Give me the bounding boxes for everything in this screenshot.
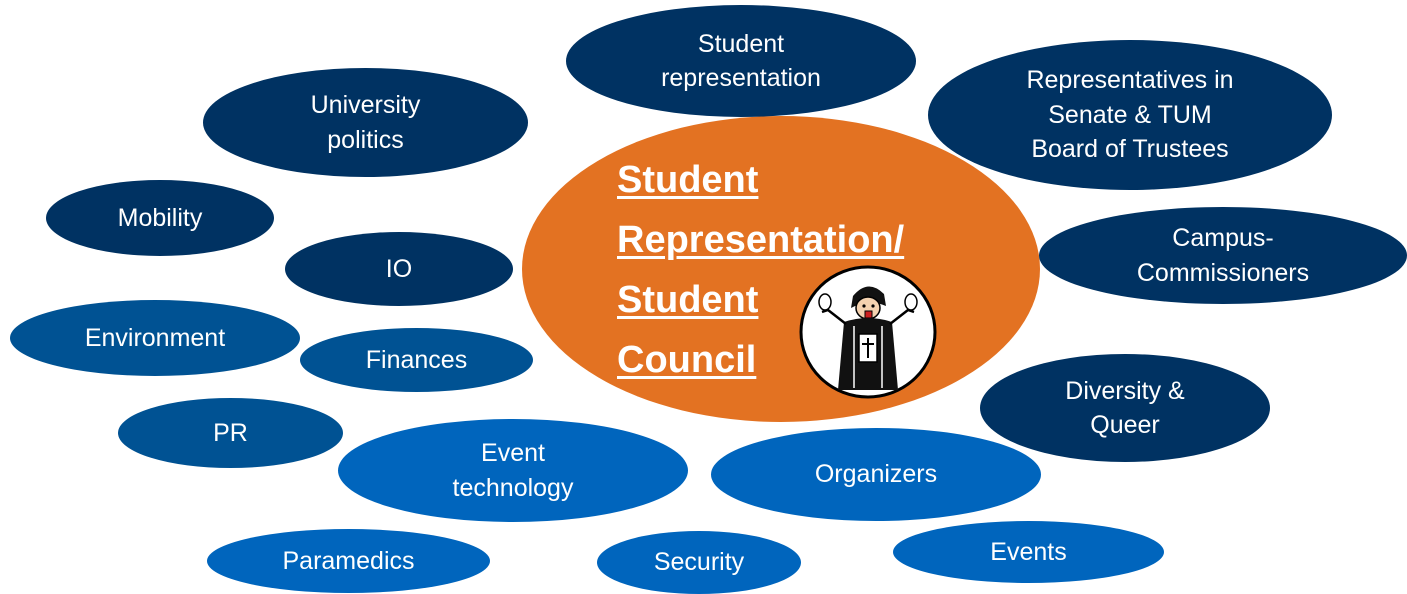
bubble-label: Event technology (452, 439, 574, 502)
bubble-organizers: Organizers (711, 428, 1041, 521)
bubble-diversity-queer: Diversity & Queer (980, 354, 1270, 462)
bubble-environment: Environment (10, 300, 300, 376)
bubble-label: Mobility (117, 203, 203, 232)
central-topic-ellipse (522, 116, 1040, 422)
bubble-label: Student representation (661, 29, 821, 93)
munich-kindl-logo (798, 264, 938, 400)
central-topic-title: Student Representation/ Student Council (617, 159, 905, 381)
bubble-label: Organizers (814, 460, 938, 489)
bubble-label: IO (385, 254, 413, 283)
bubble-security: Security (597, 531, 801, 594)
bubble-mobility: Mobility (46, 180, 274, 256)
bubble-label: Diversity & Queer (1065, 376, 1185, 440)
bubble-paramedics: Paramedics (207, 529, 490, 593)
bubble-io: IO (285, 232, 513, 306)
bubble-label: Security (653, 548, 745, 577)
bubble-campus-commissioners: Campus- Commissioners (1039, 207, 1407, 304)
bubble-label: PR (213, 418, 248, 447)
bubble-label: Representatives in Senate & TUM Board of… (1026, 66, 1234, 164)
bubble-label: Events (990, 537, 1067, 566)
bubble-label: University politics (310, 91, 421, 154)
bubble-label: Environment (84, 323, 226, 352)
bubble-finances: Finances (300, 328, 533, 392)
bubble-event-technology: Event technology (338, 419, 688, 522)
bubble-university-politics: University politics (203, 68, 528, 177)
bubble-label: Paramedics (282, 546, 415, 575)
bubble-student-representation: Student representation (566, 5, 916, 117)
bubble-label: Campus- Commissioners (1136, 224, 1310, 287)
bubble-label: Finances (365, 345, 468, 374)
bubble-representatives-senate: Representatives in Senate & TUM Board of… (928, 40, 1332, 190)
bubble-pr: PR (118, 398, 343, 468)
bubble-events: Events (893, 521, 1164, 583)
